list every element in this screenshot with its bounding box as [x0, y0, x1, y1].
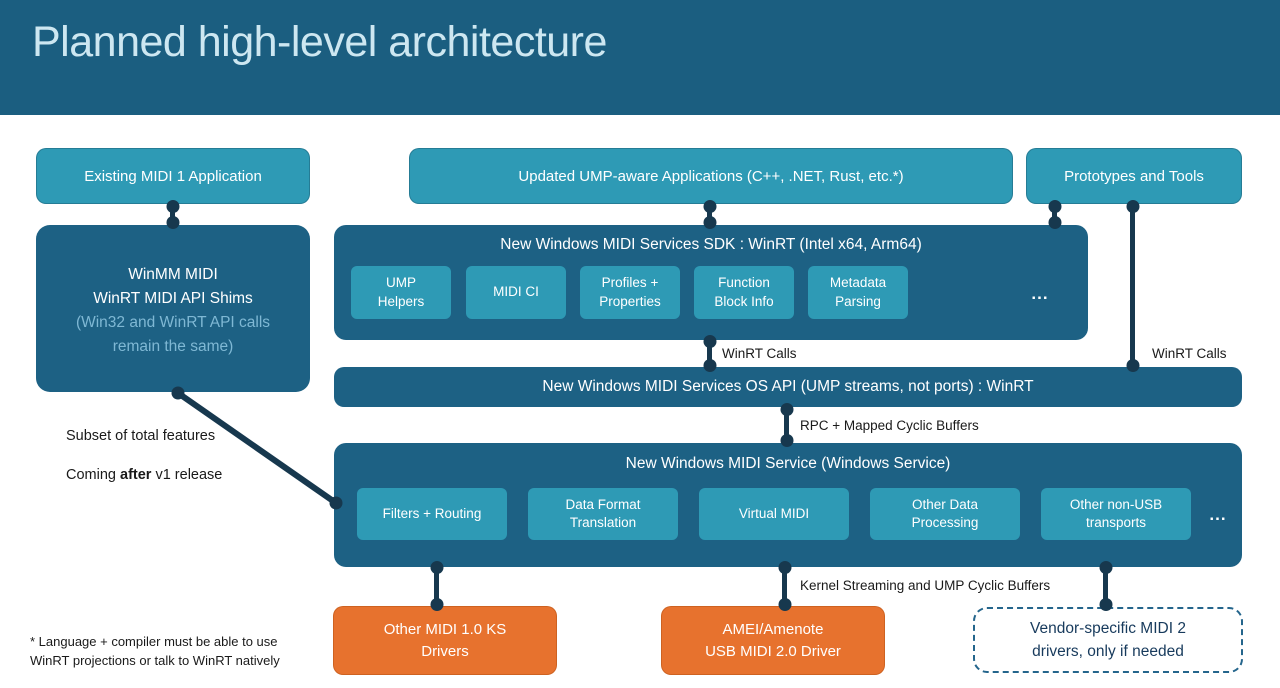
winmm-note-label: (Win32 and WinRT API calls remain the sa…: [75, 314, 271, 356]
label-winrt-calls-left: WinRT Calls: [722, 346, 797, 361]
note-coming-after-v1: Coming after v1 release: [66, 467, 222, 483]
box-updated-ump-apps: Updated UMP-aware Applications (C++, .NE…: [409, 148, 1013, 204]
sdk-module-function-block-info: Function Block Info: [694, 266, 794, 319]
connector-osapi-to-service: [784, 409, 789, 441]
box-existing-midi1-app-label: Existing MIDI 1 Application: [84, 167, 262, 185]
connector-winmm-to-service: [171, 386, 343, 510]
box-prototypes-tools-label: Prototypes and Tools: [1064, 167, 1204, 185]
header-band: [0, 0, 1280, 115]
connector-existing-to-winmm: [170, 206, 175, 223]
box-prototypes-tools: Prototypes and Tools: [1026, 148, 1242, 204]
note-coming-prefix: Coming: [66, 467, 120, 483]
winmm-main-label: WinMM MIDI WinRT MIDI API Shims: [93, 266, 253, 308]
label-rpc-mapped-cyclic-buffers: RPC + Mapped Cyclic Buffers: [800, 418, 979, 433]
page-title: Planned high-level architecture: [32, 18, 607, 66]
service-module-other-data-processing: Other Data Processing: [870, 488, 1020, 540]
connector-prototypes-to-sdk: [1052, 206, 1057, 223]
box-existing-midi1-app: Existing MIDI 1 Application: [36, 148, 310, 204]
os-api-label: New Windows MIDI Services OS API (UMP st…: [542, 378, 1034, 395]
box-vendor-specific-drivers-label: Vendor-specific MIDI 2 drivers, only if …: [1030, 619, 1186, 660]
box-amei-usb-driver: AMEI/Amenote USB MIDI 2.0 Driver: [661, 606, 885, 675]
note-subset-of-features: Subset of total features: [66, 428, 216, 444]
sdk-module-ump-helpers: UMP Helpers: [351, 266, 451, 319]
box-other-ks-drivers: Other MIDI 1.0 KS Drivers: [333, 606, 557, 675]
box-amei-usb-driver-label: AMEI/Amenote USB MIDI 2.0 Driver: [705, 620, 841, 660]
connector-service-to-vendor-driver: [1103, 567, 1108, 605]
sdk-ellipsis: ...: [1031, 284, 1049, 303]
sdk-module-profiles-properties: Profiles + Properties: [580, 266, 680, 319]
note-coming-bold: after: [120, 467, 152, 483]
service-module-filters-routing: Filters + Routing: [357, 488, 507, 540]
footnote-language-compiler: * Language + compiler must be able to us…: [30, 634, 280, 668]
label-kernel-streaming: Kernel Streaming and UMP Cyclic Buffers: [800, 578, 1051, 593]
box-other-ks-drivers-label: Other MIDI 1.0 KS Drivers: [383, 620, 507, 660]
bar-os-api: New Windows MIDI Services OS API (UMP st…: [334, 367, 1242, 407]
connector-sdk-to-osapi: [707, 341, 712, 366]
box-winmm-shims: WinMM MIDI WinRT MIDI API Shims (Win32 a…: [36, 225, 310, 392]
sdk-module-metadata-parsing: Metadata Parsing: [808, 266, 908, 319]
service-module-data-format-translation: Data Format Translation: [528, 488, 678, 540]
sdk-title: New Windows MIDI Services SDK : WinRT (I…: [500, 236, 922, 253]
box-updated-ump-apps-label: Updated UMP-aware Applications (C++, .NE…: [518, 167, 904, 185]
service-module-other-non-usb-transports: Other non-USB transports: [1041, 488, 1191, 540]
box-vendor-specific-drivers: Vendor-specific MIDI 2 drivers, only if …: [973, 607, 1243, 673]
connector-prototypes-to-osapi: [1130, 206, 1135, 366]
sdk-module-midi-ci: MIDI CI: [466, 266, 566, 319]
connector-updated-to-sdk: [707, 206, 712, 223]
connector-service-to-ks-driver: [434, 567, 439, 605]
note-coming-suffix: v1 release: [151, 467, 223, 483]
service-ellipsis: ...: [1209, 505, 1227, 524]
service-module-virtual-midi: Virtual MIDI: [699, 488, 849, 540]
connector-service-to-usb-driver: [782, 567, 787, 605]
service-title: New Windows MIDI Service (Windows Servic…: [625, 455, 951, 472]
label-winrt-calls-right: WinRT Calls: [1152, 346, 1227, 361]
